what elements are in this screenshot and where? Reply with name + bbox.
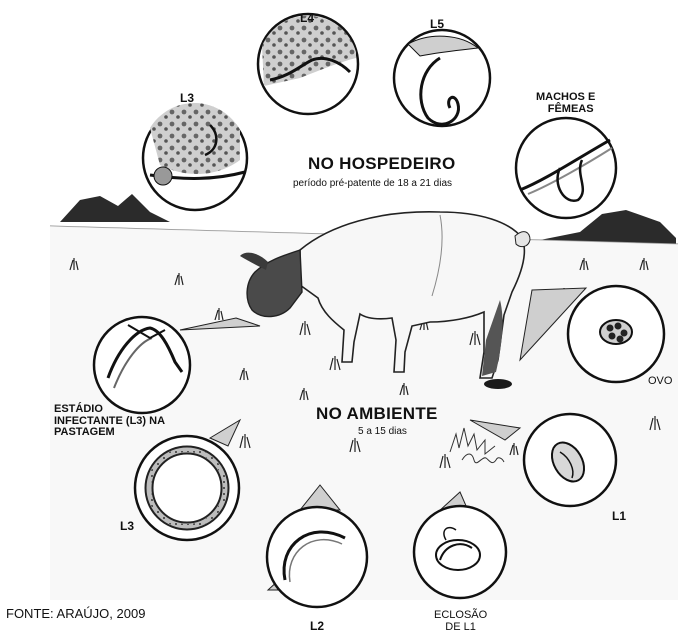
host-period: período pré-patente de 18 a 21 dias xyxy=(293,178,452,189)
label-l3-env: L3 xyxy=(120,520,134,533)
label-ovo: OVO xyxy=(648,376,672,388)
env-title: NO AMBIENTE xyxy=(316,404,438,424)
circle-l5 xyxy=(394,30,490,126)
hill-left xyxy=(60,194,170,222)
goat-tail xyxy=(515,232,530,247)
circle-l4 xyxy=(258,14,358,114)
label-l2: L2 xyxy=(310,620,324,633)
circle-ovo xyxy=(568,286,664,382)
label-machos-line2: FÊMEAS xyxy=(536,104,595,116)
label-l3-host: L3 xyxy=(180,92,194,105)
label-l1: L1 xyxy=(612,510,626,523)
circle-l3-env xyxy=(135,436,239,540)
label-l5: L5 xyxy=(430,18,444,31)
circle-l2 xyxy=(267,507,367,607)
circle-machos-femeas xyxy=(516,118,616,218)
label-eclosao: ECLOSÃO DE L1 xyxy=(434,610,487,633)
label-l4: L4 xyxy=(300,12,314,25)
label-machos-femeas: MACHOS E FÊMEAS xyxy=(536,92,595,115)
circle-l1 xyxy=(524,414,616,506)
label-machos-line1: MACHOS E xyxy=(536,92,595,104)
label-eclosao-line2: DE L1 xyxy=(434,622,487,634)
circle-estadio-infectante xyxy=(94,317,190,413)
label-estadio-infectante: ESTÁDIO INFECTANTE (L3) NA PASTAGEM xyxy=(54,404,165,439)
goat-droppings xyxy=(484,379,512,389)
circle-l3-host xyxy=(143,103,247,210)
label-eclosao-line1: ECLOSÃO xyxy=(434,610,487,622)
env-period: 5 a 15 dias xyxy=(358,426,407,437)
circle-eclosao xyxy=(414,506,506,598)
label-estadio-line3: PASTAGEM xyxy=(54,427,165,439)
source-caption: FONTE: ARAÚJO, 2009 xyxy=(6,606,145,621)
host-title: NO HOSPEDEIRO xyxy=(308,154,455,174)
label-estadio-line1: ESTÁDIO xyxy=(54,404,165,416)
